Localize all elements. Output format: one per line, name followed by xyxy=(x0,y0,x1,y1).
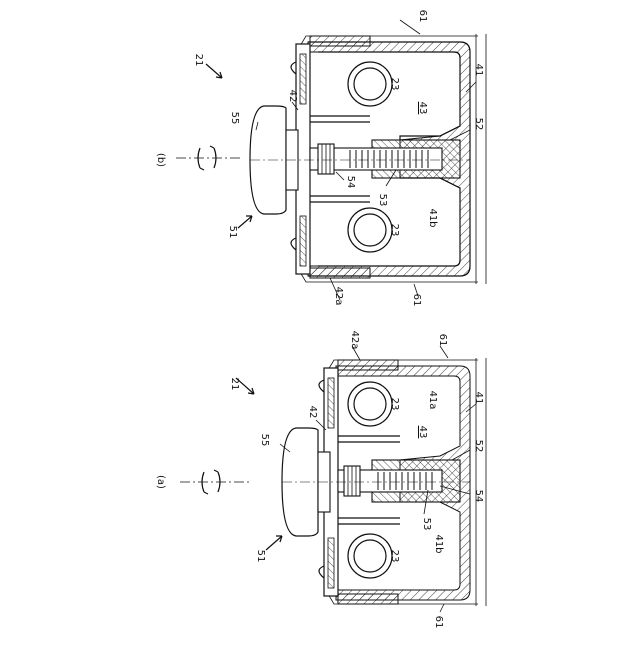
arrow-51-a xyxy=(266,536,282,550)
pipe-23-upper-a xyxy=(348,382,392,426)
label-21-a: 21 xyxy=(229,378,240,391)
label-55-a: 55 xyxy=(259,434,270,447)
label-23-upper-b: 23 xyxy=(389,78,400,91)
figure-a: (a) 21 55 51 42 42a 61 23 41a 41 43 52 5… xyxy=(155,331,486,629)
label-23-lower-b: 23 xyxy=(389,224,400,237)
label-51-b: 51 xyxy=(227,226,238,239)
rivet-bottom-a xyxy=(319,566,324,578)
label-21-b: 21 xyxy=(193,54,204,67)
label-52-b: 52 xyxy=(473,118,484,131)
label-61-top-b: 61 xyxy=(417,10,428,23)
plate-edge-42a-top-a xyxy=(338,360,398,370)
label-23-upper-a: 23 xyxy=(389,398,400,411)
pipe-23-lower-b xyxy=(348,208,392,252)
plate-42-hatch-bot-b xyxy=(300,216,306,266)
label-43-a: 43 xyxy=(417,426,428,439)
rivet-bottom-b xyxy=(291,238,296,250)
figure-b: (b) 21 55 51 42 23 23 43 41 52 54 53 41b… xyxy=(155,10,486,307)
label-61-top-a: 61 xyxy=(437,334,448,347)
label-51-a: 51 xyxy=(255,550,266,563)
label-54-b: 54 xyxy=(345,176,356,189)
label-61-bottom-b: 61 xyxy=(411,294,422,307)
plate-42-hatch-top-b xyxy=(300,54,306,104)
label-55-b: 55 xyxy=(229,112,240,125)
label-53-b: 53 xyxy=(377,194,388,207)
panel-label-a: (a) xyxy=(155,475,166,489)
label-42a-a: 42a xyxy=(349,331,360,350)
label-42-b: 42 xyxy=(287,90,298,103)
rivet-top-b xyxy=(291,62,296,74)
label-42a-b: 42a xyxy=(333,287,344,306)
label-41-b: 41 xyxy=(473,64,484,77)
rivet-top-a xyxy=(319,380,324,392)
label-42-a: 42 xyxy=(307,406,318,419)
plate-edge-42a-bottom-a xyxy=(338,594,398,604)
arrow-51-b xyxy=(238,216,252,228)
label-52-a: 52 xyxy=(473,440,484,453)
label-41a-a: 41a xyxy=(427,391,438,410)
label-43-b: 43 xyxy=(417,102,428,115)
plate-edge-42a-bottom-b xyxy=(310,268,370,278)
label-23-lower-a: 23 xyxy=(389,550,400,563)
plate-42-hatch-top-a xyxy=(328,378,334,428)
label-53-a: 53 xyxy=(421,518,432,531)
label-41b-b: 41b xyxy=(427,208,438,227)
plate-edge-42a-top-b xyxy=(310,36,370,46)
label-41-a: 41 xyxy=(473,392,484,405)
arrow-21-b xyxy=(206,64,222,78)
label-61-bottom-a: 61 xyxy=(433,616,444,629)
plate-42-hatch-bot-a xyxy=(328,538,334,588)
panel-label-b: (b) xyxy=(155,153,166,167)
label-54-a: 54 xyxy=(473,490,484,503)
label-41b-a: 41b xyxy=(433,534,444,553)
